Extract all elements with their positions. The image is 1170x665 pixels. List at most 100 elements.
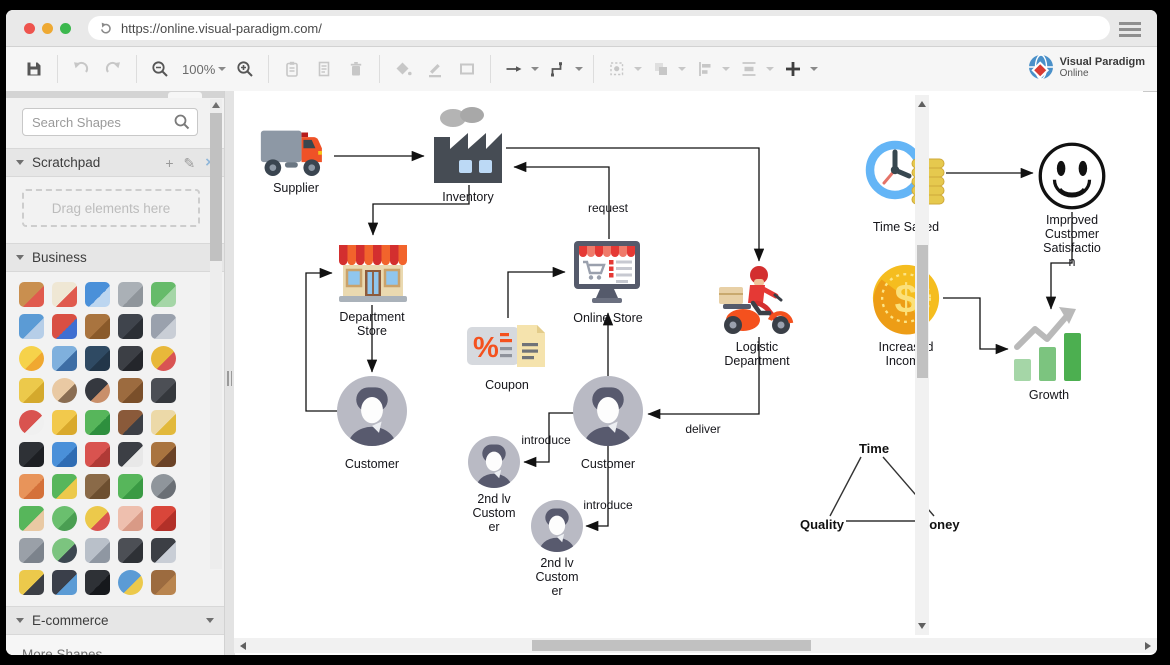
- canvas-vertical-scrollbar[interactable]: [915, 95, 929, 635]
- node-label[interactable]: 2nd lv Custom er: [535, 556, 579, 598]
- insert-caret[interactable]: [810, 67, 819, 71]
- online-store-icon[interactable]: [568, 239, 646, 307]
- department-store-icon[interactable]: [335, 237, 411, 305]
- search-input[interactable]: [22, 108, 198, 136]
- palette-icon-org-chart-red[interactable]: [85, 442, 110, 467]
- palette-icon-spider-web[interactable]: [151, 474, 176, 499]
- close-window-button[interactable]: [24, 23, 35, 34]
- distribute-caret[interactable]: [766, 67, 775, 71]
- zoom-out-button[interactable]: [147, 56, 173, 82]
- palette-icon-idea-bulb[interactable]: [19, 346, 44, 371]
- node-label[interactable]: Customer: [344, 457, 400, 471]
- palette-icon-pie-chart[interactable]: [85, 506, 110, 531]
- section-scroll-caret[interactable]: [206, 618, 214, 623]
- node-label[interactable]: Online Store: [573, 311, 643, 325]
- palette-icon-certificate-frame[interactable]: [19, 282, 44, 307]
- palette-icon-banknote-coins[interactable]: [52, 474, 77, 499]
- palette-icon-gold-bars[interactable]: [52, 410, 77, 435]
- connector-logistic-customer[interactable]: [647, 337, 760, 420]
- second-level-customer-avatar[interactable]: [531, 500, 583, 552]
- palette-icon-math-calc[interactable]: [19, 474, 44, 499]
- palette-icon-time-is-money[interactable]: [118, 570, 143, 595]
- palette-icon-factory[interactable]: [151, 378, 176, 403]
- node-label[interactable]: Department Store: [339, 310, 405, 338]
- node-label[interactable]: Inventory: [442, 190, 494, 204]
- node-label[interactable]: 2nd lv Custom er: [472, 492, 516, 534]
- node-label[interactable]: Increased Income: [878, 340, 934, 368]
- shape-style-button[interactable]: [454, 56, 480, 82]
- palette-icon-percent-disc[interactable]: [52, 506, 77, 531]
- palette-icon-growth-bars[interactable]: [151, 282, 176, 307]
- paste-button[interactable]: [279, 56, 305, 82]
- scrollbar-up-arrow[interactable]: [212, 102, 220, 108]
- connector-inventory-store[interactable]: [367, 185, 470, 236]
- palette-icon-calculator[interactable]: [85, 346, 110, 371]
- connector-inventory-logistic[interactable]: [506, 147, 765, 262]
- palette-icon-laptop-stats[interactable]: [118, 442, 143, 467]
- palette-icon-money-bag[interactable]: [85, 474, 110, 499]
- zoom-level-label[interactable]: 100%: [182, 61, 216, 77]
- coupon-icon[interactable]: %: [467, 318, 547, 374]
- selection-caret[interactable]: [634, 67, 643, 71]
- arrow-style-caret[interactable]: [531, 67, 540, 71]
- palette-icon-briefcase-black[interactable]: [118, 314, 143, 339]
- palette-icon-money-hand[interactable]: [19, 506, 44, 531]
- palette-icon-coins-stack[interactable]: [19, 378, 44, 403]
- node-label[interactable]: Coupon: [485, 378, 529, 392]
- connector-customer-2ndlv1[interactable]: [523, 412, 574, 468]
- palette-icon-businessman[interactable]: [85, 378, 110, 403]
- zoom-dropdown-caret[interactable]: [218, 67, 227, 71]
- palette-icon-id-badge[interactable]: [85, 282, 110, 307]
- node-label[interactable]: Improved Customer Satisfactio n: [1043, 213, 1101, 269]
- palette-icon-scales[interactable]: [118, 538, 143, 563]
- align-caret[interactable]: [722, 67, 731, 71]
- panel-collapse-handle[interactable]: [227, 371, 229, 386]
- palette-icon-org-chart-blue[interactable]: [52, 442, 77, 467]
- more-shapes-link[interactable]: More Shapes...: [6, 635, 224, 655]
- palette-icon-bank-building[interactable]: [118, 282, 143, 307]
- logistic-scooter-icon[interactable]: [717, 263, 797, 337]
- palette-icon-fountain-pen[interactable]: [19, 570, 44, 595]
- group-button[interactable]: [648, 56, 674, 82]
- palette-icon-businesswoman[interactable]: [52, 378, 77, 403]
- palette-icon-plug[interactable]: [19, 538, 44, 563]
- palette-icon-dartboard[interactable]: [19, 410, 44, 435]
- second-level-customer-avatar[interactable]: [468, 436, 520, 488]
- fill-color-button[interactable]: [390, 56, 416, 82]
- palette-icon-wallet[interactable]: [151, 570, 176, 595]
- line-color-button[interactable]: [422, 56, 448, 82]
- supplier-truck-icon[interactable]: [259, 119, 333, 183]
- triangle-label-quality[interactable]: Quality: [799, 517, 845, 532]
- scratchpad-header[interactable]: Scratchpad + ✎ ×: [6, 148, 224, 177]
- growth-chart-icon[interactable]: [1009, 301, 1089, 383]
- address-bar[interactable]: https://online.visual-paradigm.com/: [88, 16, 1110, 40]
- palette-icon-money-plant[interactable]: [85, 410, 110, 435]
- browser-menu-icon[interactable]: [1119, 22, 1141, 37]
- connector-customer-store[interactable]: [305, 267, 338, 412]
- connector-onlinestore-inventory[interactable]: [513, 161, 610, 239]
- scroll-left-arrow[interactable]: [240, 641, 246, 650]
- connector-customer-2ndlv2[interactable]: [585, 446, 609, 532]
- palette-icon-notebook[interactable]: [118, 378, 143, 403]
- diagram-canvas[interactable]: %: [234, 91, 1143, 638]
- panel-tab[interactable]: [168, 92, 202, 98]
- url-text[interactable]: https://online.visual-paradigm.com/: [121, 20, 322, 36]
- palette-icon-chess-rook[interactable]: [85, 570, 110, 595]
- palette-icon-cash[interactable]: [118, 474, 143, 499]
- connector-style-caret[interactable]: [575, 67, 584, 71]
- palette-icon-office-building[interactable]: [151, 314, 176, 339]
- group-caret[interactable]: [678, 67, 687, 71]
- delete-button[interactable]: [343, 56, 369, 82]
- palette-icon-award-document[interactable]: [52, 282, 77, 307]
- palette-icon-presentation-board[interactable]: [19, 314, 44, 339]
- reload-icon[interactable]: [98, 21, 113, 36]
- increased-income-coin-icon[interactable]: $: [869, 261, 943, 335]
- scrollbar-thumb[interactable]: [210, 113, 222, 261]
- node-label[interactable]: Growth: [1028, 388, 1070, 402]
- customer-avatar[interactable]: [337, 376, 407, 446]
- palette-icon-donut-chart[interactable]: [151, 346, 176, 371]
- palette-icon-gavel[interactable]: [151, 442, 176, 467]
- time-saved-icon[interactable]: [864, 137, 948, 213]
- scratchpad-dropzone[interactable]: Drag elements here: [22, 189, 200, 227]
- connector-coupon-onlinestore[interactable]: [507, 266, 566, 318]
